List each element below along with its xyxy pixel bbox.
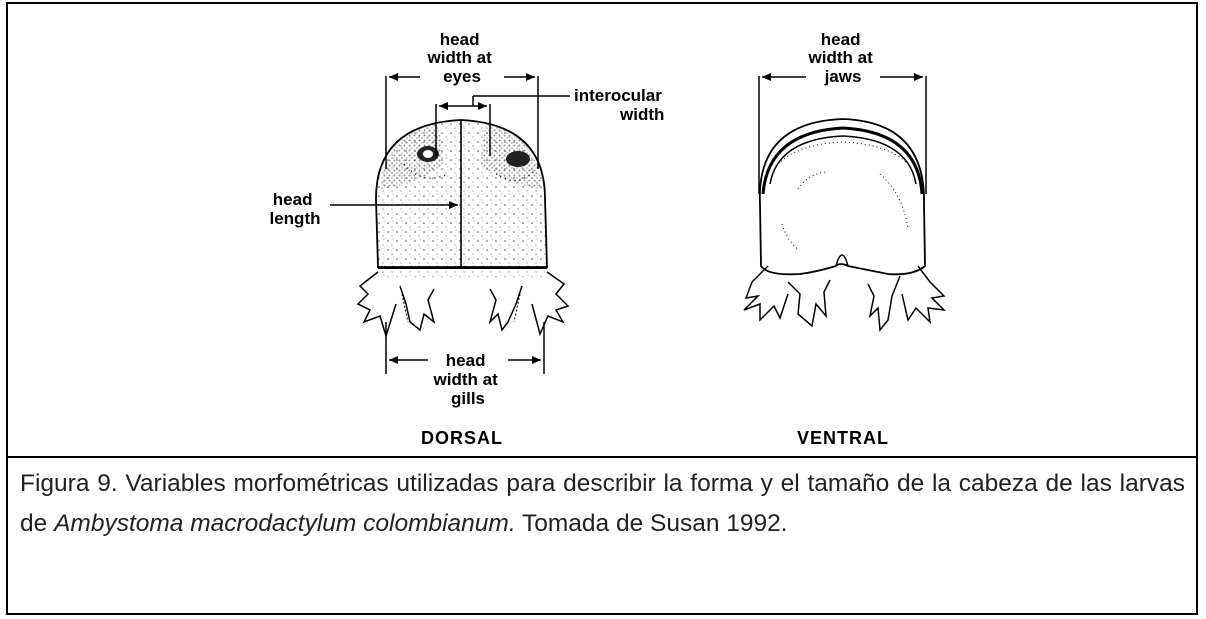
dorsal-head-drawing bbox=[358, 120, 568, 336]
figure-caption: Figura 9. Variables morfométricas utiliz… bbox=[20, 464, 1185, 544]
figure-cell: head width at eyes interocular width hea… bbox=[8, 4, 1196, 458]
label-ventral-view: VENTRAL bbox=[797, 428, 889, 448]
label-head-length: head length bbox=[270, 190, 321, 228]
label-head-width-jaws: head width at jaws bbox=[808, 30, 878, 86]
ventral-head-drawing bbox=[744, 119, 944, 330]
morphometry-diagram: head width at eyes interocular width hea… bbox=[8, 4, 1196, 456]
caption-source: Tomada de Susan 1992. bbox=[516, 510, 788, 537]
figure-table: head width at eyes interocular width hea… bbox=[6, 2, 1198, 615]
label-interocular-width: interocular width bbox=[574, 86, 667, 124]
species-name: Ambystoma macrodactylum colombianum. bbox=[54, 510, 516, 537]
label-head-width-eyes: head width at eyes bbox=[427, 30, 497, 86]
label-dorsal-view: DORSAL bbox=[421, 428, 503, 448]
caption-cell: Figura 9. Variables morfométricas utiliz… bbox=[8, 456, 1196, 613]
label-head-width-gills: head width at gills bbox=[433, 351, 503, 408]
